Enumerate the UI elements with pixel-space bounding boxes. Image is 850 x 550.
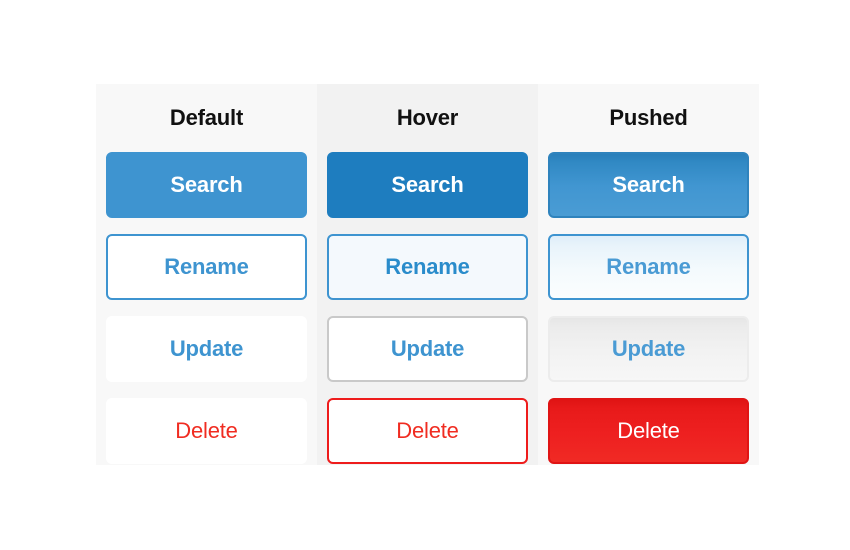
column-header-pushed: Pushed xyxy=(609,105,688,130)
search-button-default[interactable]: Search xyxy=(106,152,307,218)
search-button-pushed[interactable]: Search xyxy=(548,152,749,218)
button-stack-hover: Search Rename Update Delete xyxy=(317,152,538,464)
search-button-hover[interactable]: Search xyxy=(327,152,528,218)
delete-button-default[interactable]: Delete xyxy=(106,398,307,464)
delete-button-hover[interactable]: Delete xyxy=(327,398,528,464)
rename-button-pushed[interactable]: Rename xyxy=(548,234,749,300)
state-column-hover: Hover Search Rename Update Delete xyxy=(317,84,538,465)
button-stack-pushed: Search Rename Update Delete xyxy=(538,152,759,464)
state-column-pushed: Pushed Search Rename Update Delete xyxy=(538,84,759,465)
rename-button-hover[interactable]: Rename xyxy=(327,234,528,300)
delete-button-pushed[interactable]: Delete xyxy=(548,398,749,464)
column-header-hover: Hover xyxy=(396,105,459,130)
state-column-default: Default Search Rename Update Delete xyxy=(96,84,317,465)
column-header-default: Default xyxy=(169,105,244,130)
button-stack-default: Search Rename Update Delete xyxy=(96,152,317,464)
update-button-pushed[interactable]: Update xyxy=(548,316,749,382)
rename-button-default[interactable]: Rename xyxy=(106,234,307,300)
button-state-matrix: Default Search Rename Update Delete Hove… xyxy=(96,84,759,465)
update-button-hover[interactable]: Update xyxy=(327,316,528,382)
update-button-default[interactable]: Update xyxy=(106,316,307,382)
